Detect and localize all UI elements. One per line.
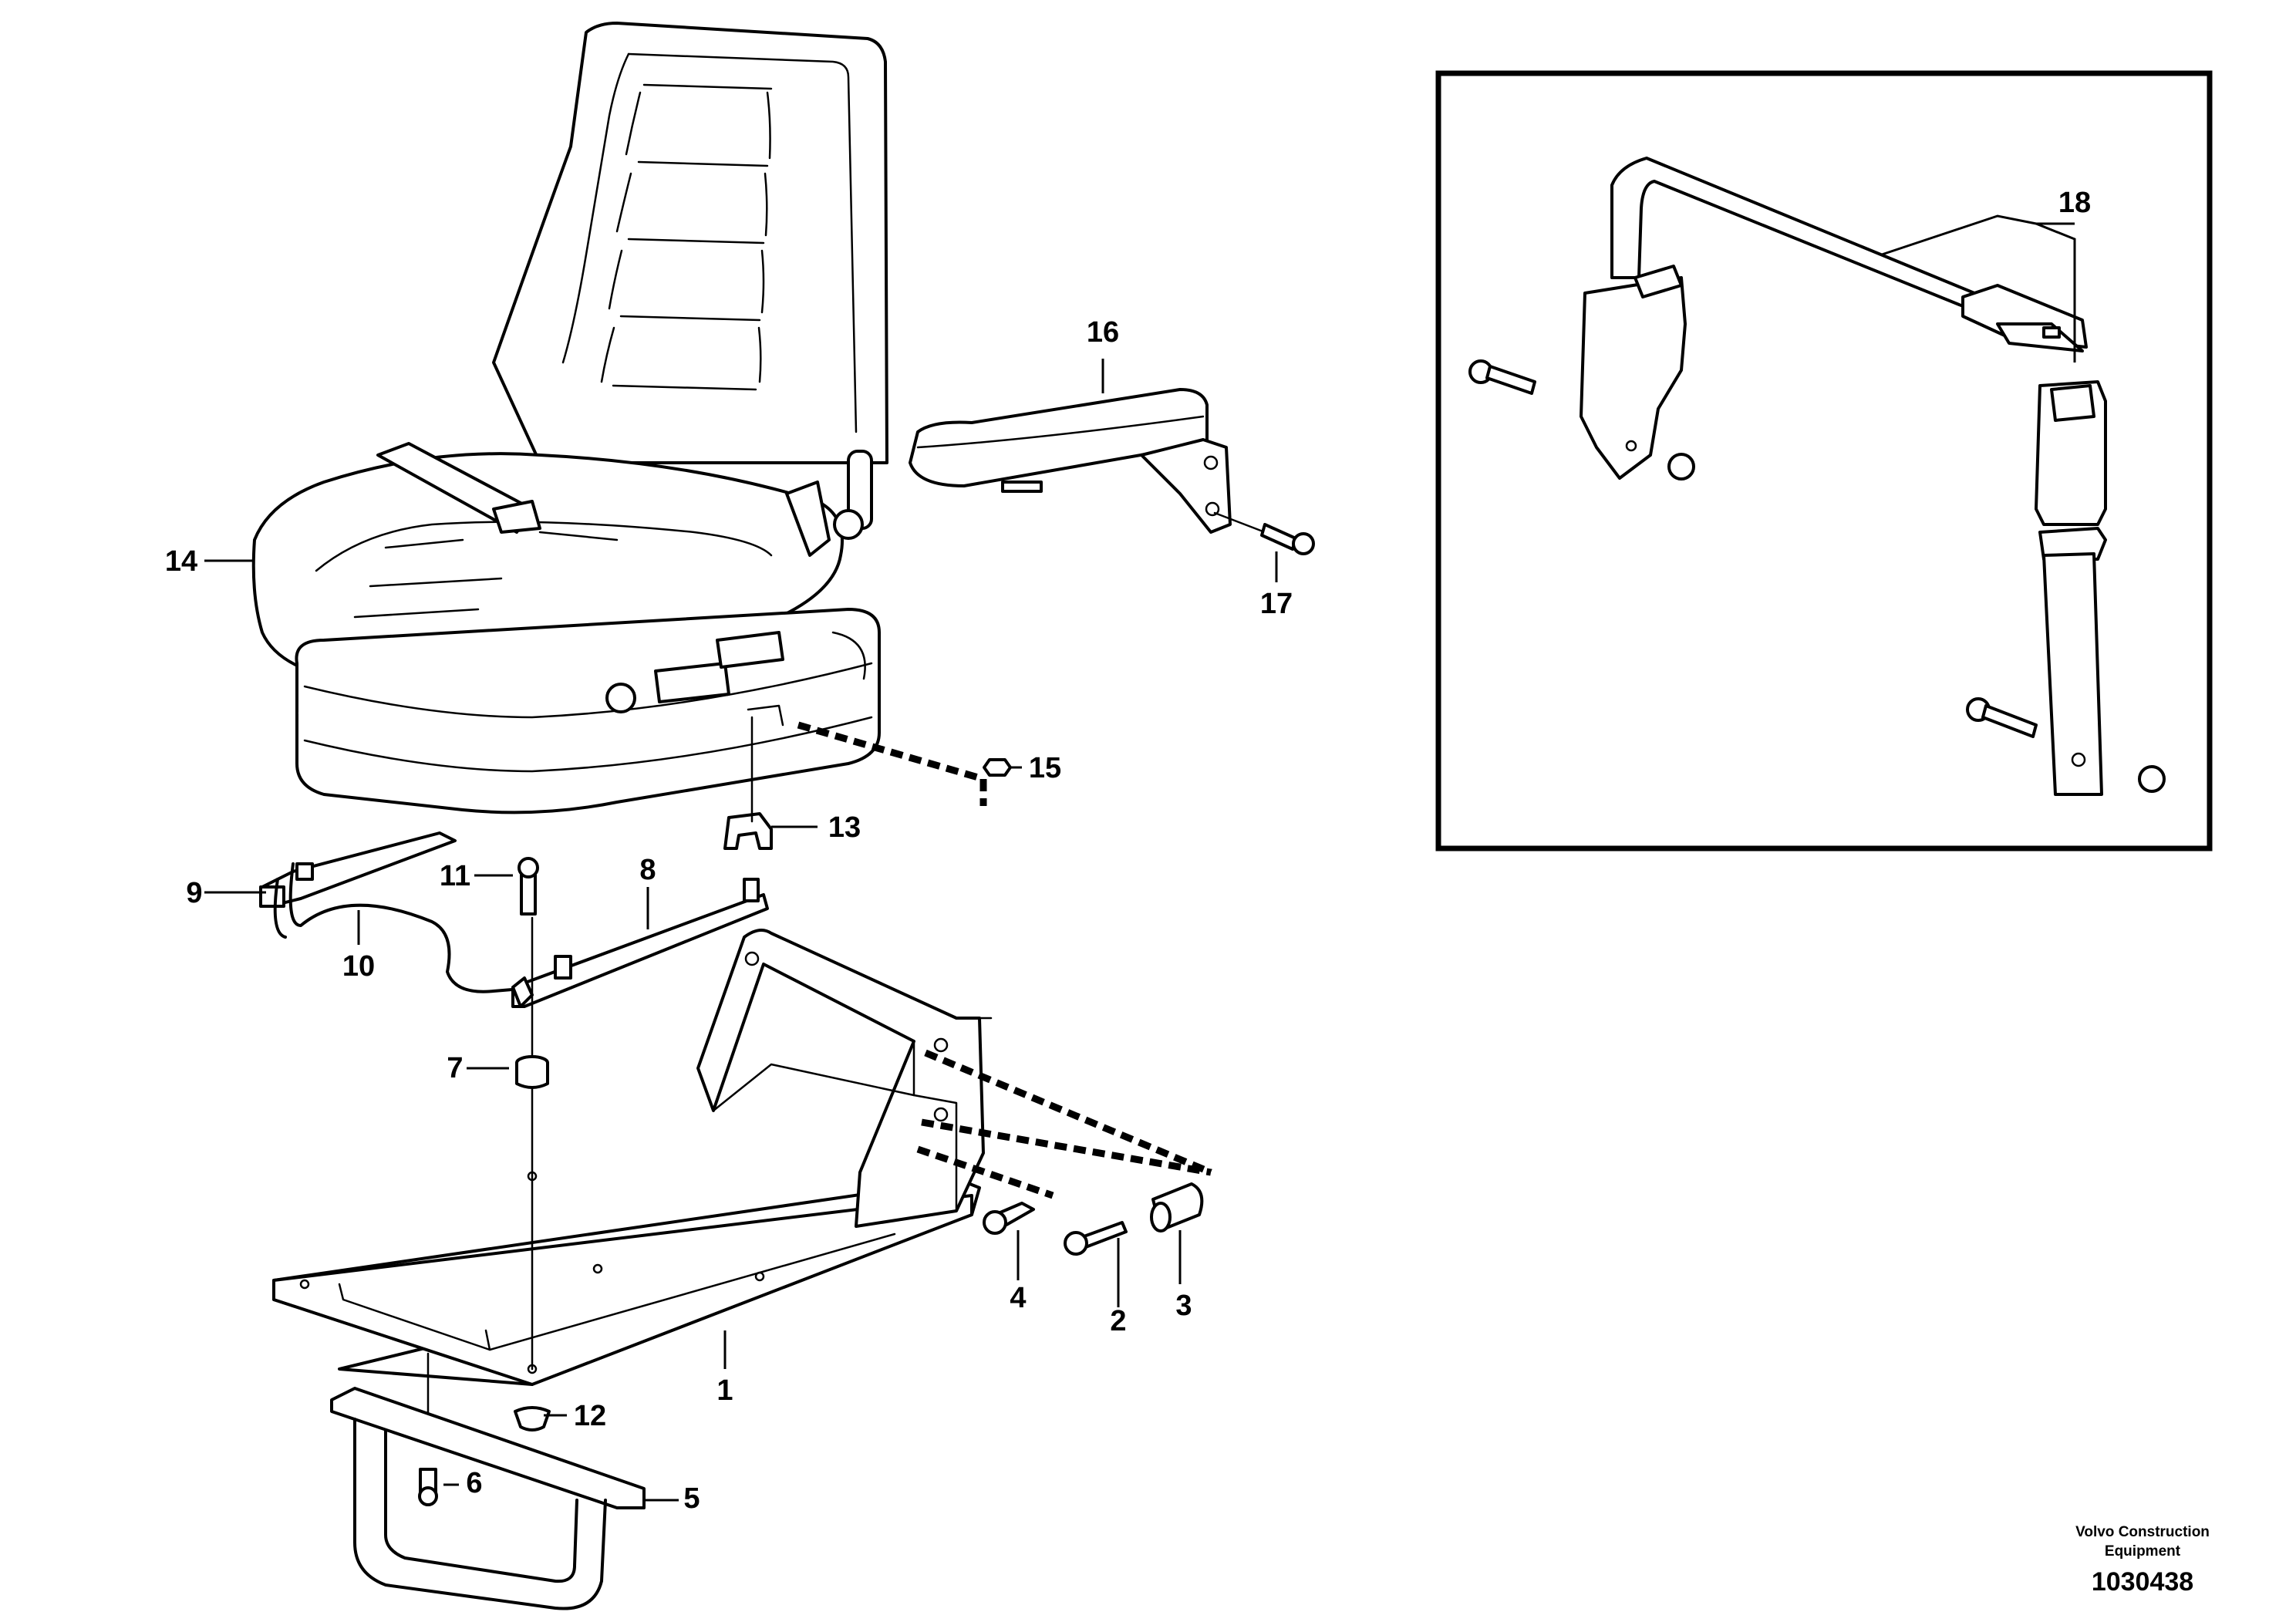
nut-12	[514, 1406, 551, 1431]
bolt-4	[983, 1202, 1035, 1235]
callout-9: 9	[186, 877, 202, 909]
callout-16: 16	[1087, 316, 1119, 349]
inset-frame	[1435, 70, 2213, 851]
seat-belt	[1468, 157, 2166, 796]
drawing-number: 1030438	[2092, 1567, 2193, 1597]
spacer-3	[1150, 1182, 1204, 1233]
callout-1: 1	[716, 1374, 733, 1407]
spacer-7	[515, 1055, 549, 1089]
callout-15: 15	[1029, 752, 1061, 784]
armrest	[909, 388, 1232, 534]
bolt-17	[1213, 511, 1315, 555]
callout-17: 17	[1260, 588, 1293, 620]
company-name-line2: Equipment	[2105, 1543, 2181, 1560]
leader-lines	[204, 214, 2076, 1502]
callout-3: 3	[1175, 1290, 1192, 1322]
bolt-2	[1064, 1221, 1128, 1256]
callout-11: 11	[440, 860, 470, 892]
callout-13: 13	[828, 811, 861, 844]
callout-18: 18	[2058, 187, 2091, 219]
stand-bracket	[330, 1387, 646, 1610]
callout-5: 5	[683, 1482, 700, 1515]
callout-14: 14	[165, 545, 197, 578]
callout-12: 12	[574, 1400, 606, 1432]
company-name-line1: Volvo Construction	[2075, 1524, 2210, 1540]
callout-7: 7	[447, 1052, 463, 1084]
slide-rails	[259, 704, 1012, 1008]
callout-2: 2	[1110, 1305, 1126, 1337]
callout-6: 6	[466, 1467, 482, 1499]
callout-10: 10	[342, 950, 375, 983]
operator-seat	[251, 22, 888, 814]
callout-8: 8	[639, 854, 656, 886]
base-plate	[272, 929, 985, 1386]
callout-labels: 1 2 3 4 5 6 7 8 9 10 11 12 13 14 15 16 1…	[165, 187, 2091, 1515]
callout-4: 4	[1010, 1282, 1026, 1314]
footer-block: Volvo Construction Equipment 1030438	[2075, 1524, 2210, 1597]
